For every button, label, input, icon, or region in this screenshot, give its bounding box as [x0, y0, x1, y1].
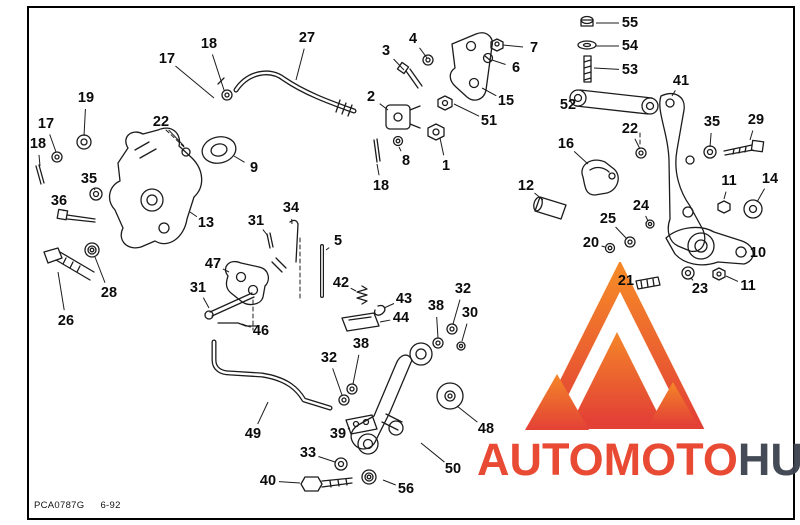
- drawing-revision: 6-92: [100, 500, 121, 511]
- brand-hub: HUB: [737, 434, 800, 485]
- drawing-code: PCA0787G 6-92: [34, 500, 121, 511]
- brand-automoto: AUTOMOTO: [477, 434, 738, 485]
- drawing-code-number: PCA0787G: [34, 500, 85, 511]
- diagram-border: [27, 6, 795, 520]
- automotohub-logo-icon: [525, 262, 705, 430]
- brand-wordmark: AUTOMOTOHUB: [477, 437, 800, 482]
